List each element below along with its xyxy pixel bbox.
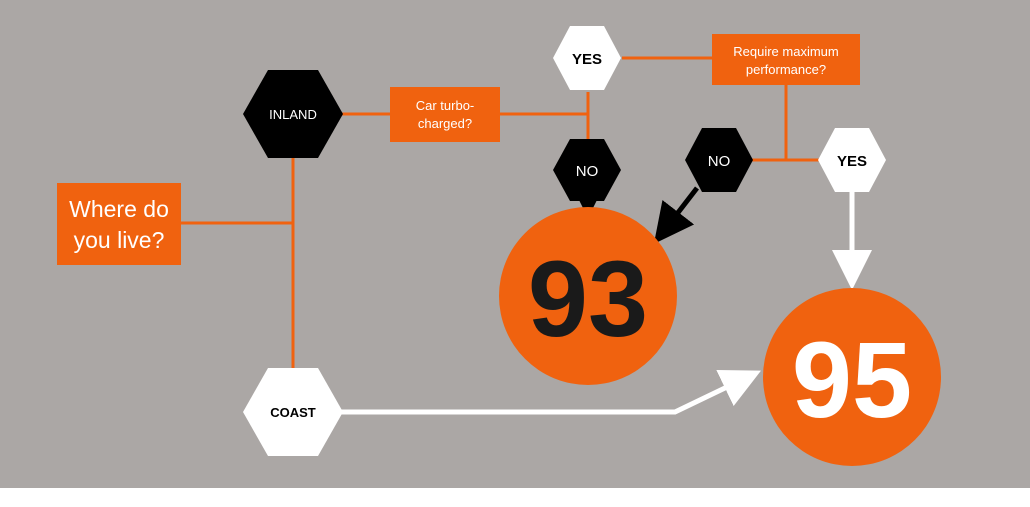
no-left-hexagon-shape [553, 139, 621, 201]
arrow-coast-to-95 [340, 369, 762, 415]
no-left-hexagon: NO [553, 139, 621, 201]
result-93-label: 93 [528, 238, 648, 359]
yes-right-hexagon-shape [818, 128, 886, 192]
yes-top-hexagon: YES [553, 26, 621, 90]
yes-right-hexagon: YES [818, 128, 886, 192]
yes-top-hexagon-shape [553, 26, 621, 90]
performance-question-box-bg [712, 34, 860, 85]
turbo-question-box: Car turbo- charged? [390, 87, 500, 142]
start-question-line2: you live? [74, 227, 165, 253]
turbo-question-line2: charged? [418, 116, 472, 131]
result-95-circle-shape [763, 288, 941, 466]
result-95-circle: 95 [763, 288, 941, 466]
no-right-label: NO [708, 153, 731, 170]
inland-hexagon-shape [243, 70, 343, 158]
performance-question-line2: performance? [746, 62, 826, 77]
no-right-hexagon: NO [685, 128, 753, 192]
inland-label: INLAND [269, 107, 317, 122]
turbo-question-box-bg [390, 87, 500, 142]
result-95-label: 95 [792, 319, 912, 440]
start-question-box: Where do you live? [57, 183, 181, 265]
footer-strip [0, 488, 1030, 507]
coast-hexagon-shape [243, 368, 343, 456]
start-question-line1: Where do [69, 196, 169, 222]
yes-right-label: YES [837, 153, 867, 170]
no-left-label: NO [576, 163, 599, 180]
coast-label: COAST [270, 405, 316, 420]
turbo-question-line1: Car turbo- [416, 98, 475, 113]
result-93-circle-shape [499, 207, 677, 385]
start-question-box-bg [57, 183, 181, 265]
yes-top-label: YES [572, 51, 602, 68]
performance-question-box: Require maximum performance? [712, 34, 860, 85]
result-93-circle: 93 [499, 207, 677, 385]
inland-hexagon: INLAND [243, 70, 343, 158]
performance-question-line1: Require maximum [733, 44, 838, 59]
arrow-no-right-to-93 [653, 186, 699, 244]
coast-hexagon: COAST [243, 368, 343, 456]
no-right-hexagon-shape [685, 128, 753, 192]
connector-lines [181, 56, 820, 370]
